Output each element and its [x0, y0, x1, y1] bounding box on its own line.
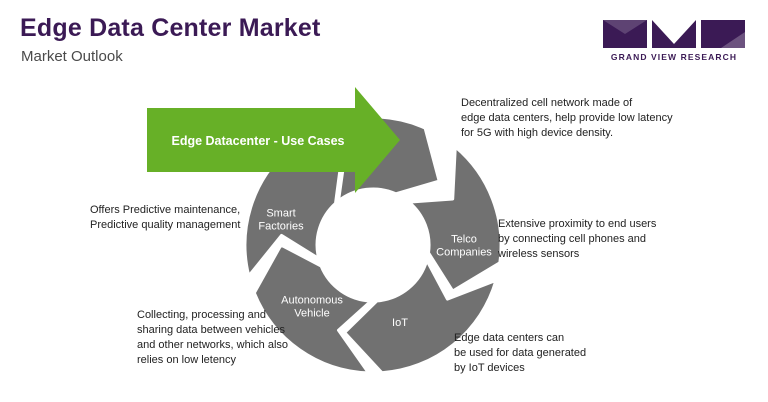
logo-text: GRAND VIEW RESEARCH [610, 52, 738, 62]
description-5g: Decentralized cell network made of edge … [461, 97, 673, 139]
description-autonomous-vehicle: Collecting, processing and sharing data … [137, 309, 289, 366]
page-title: Edge Data Center Market [20, 14, 321, 42]
segment-iot [252, 243, 373, 375]
use-cases-arrow-label: Edge Datacenter - Use Cases [172, 134, 345, 148]
description-smart-factories: Offers Predictive maintenance, Predictiv… [90, 204, 241, 231]
description-iot: Edge data centers can be used for data g… [454, 332, 587, 374]
description-telco-companies: Extensive proximity to end users by conn… [498, 218, 657, 260]
use-cases-arrow [147, 87, 400, 193]
grand-view-research-logo [603, 20, 745, 48]
page-subtitle: Market Outlook [21, 48, 123, 65]
segment-telco [343, 258, 498, 375]
segment-label-iot: IoT [392, 317, 408, 329]
segment-5g [407, 145, 503, 293]
